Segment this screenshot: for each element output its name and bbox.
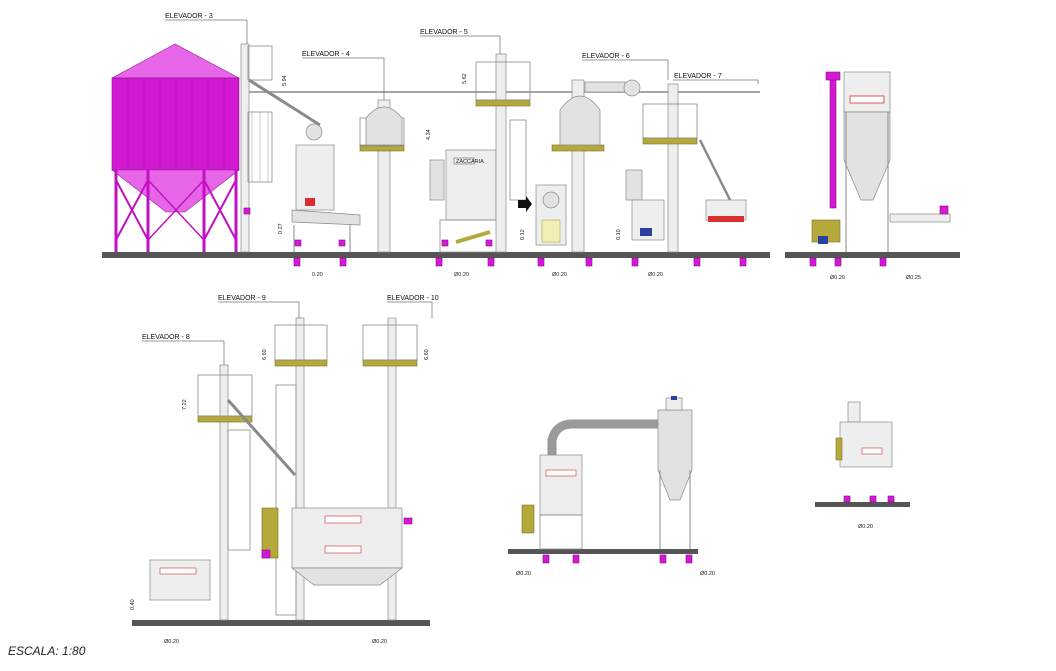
svg-text:6.60: 6.60 bbox=[424, 349, 430, 360]
svg-text:Ø0.25: Ø0.25 bbox=[906, 275, 921, 281]
ground-bottom bbox=[132, 502, 910, 626]
label-elevator-6: ELEVADOR - 6 bbox=[582, 53, 630, 60]
svg-text:5.94: 5.94 bbox=[282, 75, 288, 86]
scale-caption: ESCALA: 1:80 bbox=[8, 644, 86, 658]
svg-text:Ø0.20: Ø0.20 bbox=[454, 272, 469, 278]
grader-box bbox=[261, 507, 413, 586]
polisher-machine-c bbox=[518, 184, 567, 246]
label-elevator-3: ELEVADOR - 3 bbox=[165, 13, 213, 20]
dimensions-bottom-left: Ø0.20 Ø0.20 7.22 6.60 6.60 0.40 bbox=[130, 349, 430, 645]
svg-text:6.60: 6.60 bbox=[262, 349, 268, 360]
svg-text:Ø0.20: Ø0.20 bbox=[830, 275, 845, 281]
label-elevator-10: ELEVADOR - 10 bbox=[387, 295, 439, 302]
elevator-9 bbox=[218, 301, 328, 621]
ground-top-left bbox=[102, 252, 960, 258]
elevator-7 bbox=[625, 79, 759, 253]
svg-text:4.34: 4.34 bbox=[426, 129, 432, 140]
svg-text:Ø0.20: Ø0.20 bbox=[700, 571, 715, 577]
svg-text:Ø0.20: Ø0.20 bbox=[164, 639, 179, 645]
svg-text:Ø0.20: Ø0.20 bbox=[516, 571, 531, 577]
small-sorter-machine: Ø0.20 bbox=[835, 401, 895, 530]
svg-text:0.12: 0.12 bbox=[520, 229, 526, 240]
label-elevator-8: ELEVADOR - 8 bbox=[142, 334, 190, 341]
label-elevator-4: ELEVADOR - 4 bbox=[302, 51, 350, 58]
svg-text:5.62: 5.62 bbox=[462, 73, 468, 84]
label-elevator-7: ELEVADOR - 7 bbox=[674, 73, 722, 80]
mill-with-cyclone: Ø0.20 Ø0.20 bbox=[516, 396, 715, 577]
cleaning-machine-a bbox=[291, 123, 361, 252]
husker-machine-b: ZACCARIA bbox=[429, 149, 499, 253]
svg-text:Ø0.20: Ø0.20 bbox=[552, 272, 567, 278]
label-elevator-9: ELEVADOR - 9 bbox=[218, 295, 266, 302]
foundation-pads-top bbox=[293, 257, 887, 267]
label-elevator-5: ELEVADOR - 5 bbox=[420, 29, 468, 36]
svg-text:0.10: 0.10 bbox=[616, 229, 622, 240]
svg-text:7.22: 7.22 bbox=[182, 399, 188, 410]
svg-text:Ø0.20: Ø0.20 bbox=[858, 524, 873, 530]
elevator-4 bbox=[302, 57, 405, 253]
elevator-8 bbox=[142, 340, 297, 621]
svg-text:ZACCARIA: ZACCARIA bbox=[456, 159, 484, 165]
silo bbox=[111, 43, 240, 252]
dimensions-top: 0.20 Ø0.20 Ø0.20 Ø0.20 Ø0.20 Ø0.25 0.27 … bbox=[278, 73, 921, 281]
aspiration-filter-unit bbox=[811, 71, 951, 252]
svg-text:0.20: 0.20 bbox=[312, 272, 323, 278]
elevator-10 bbox=[362, 301, 433, 621]
svg-text:Ø0.20: Ø0.20 bbox=[372, 639, 387, 645]
elevator-6 bbox=[551, 59, 669, 253]
svg-text:0.40: 0.40 bbox=[130, 599, 136, 610]
svg-text:0.27: 0.27 bbox=[278, 223, 284, 234]
svg-text:Ø0.20: Ø0.20 bbox=[648, 272, 663, 278]
